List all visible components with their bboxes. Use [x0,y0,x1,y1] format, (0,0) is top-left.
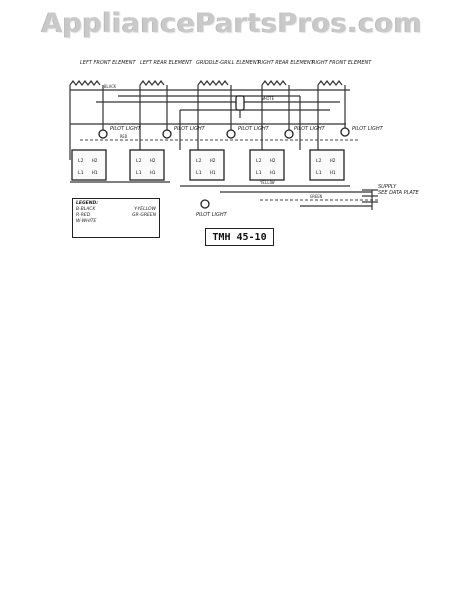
svg-text:H1: H1 [270,170,276,176]
legend-item: GR-GREEN [132,213,156,218]
legend-row: B-BLACK Y-YELLOW [76,207,156,212]
svg-text:H2: H2 [270,158,276,164]
pilot-light-label-1: PILOT LIGHT [110,126,142,132]
element-label-left-front: LEFT FRONT ELEMENT [80,60,136,66]
legend-item: Y-YELLOW [134,207,156,212]
pilot-light-label-bottom: PILOT LIGHT [196,212,228,218]
svg-text:L2: L2 [196,158,202,164]
element-label-griddle-grill: GRIDDLE-GRILL ELEMENT [196,60,261,66]
legend-title: LEGEND: [76,201,99,206]
legend-item: R-RED [76,213,91,218]
svg-text:L2: L2 [316,158,322,164]
pilot-light-label-3: PILOT LIGHT [238,126,270,132]
wire-code-1: BLACK [104,84,117,89]
svg-text:L1: L1 [256,170,262,176]
drop-wires [69,85,373,210]
pilot-light-label-2: PILOT LIGHT [174,126,206,132]
heating-element-coils [69,80,343,86]
element-label-left-rear: LEFT REAR ELEMENT [140,60,193,66]
svg-text:L1: L1 [78,170,84,176]
control-switch-boxes [71,149,345,181]
svg-text:H2: H2 [150,158,156,164]
wire-code-4: YELLOW [260,180,275,185]
svg-text:L1: L1 [136,170,142,176]
element-label-right-rear: RIGHT REAR ELEMENT [258,60,315,66]
bus-wires [70,89,380,207]
legend-item: W-WHITE [76,219,97,224]
svg-text:H1: H1 [210,170,216,176]
element-label-right-front: RIGHT FRONT ELEMENT [312,60,372,66]
svg-text:H1: H1 [150,170,156,176]
legend-row: W-WHITE [76,219,156,224]
legend-item: B-BLACK [76,207,96,212]
griddle-sensor [235,95,245,118]
svg-text:H2: H2 [92,158,98,164]
svg-text:L2: L2 [136,158,142,164]
svg-text:L1: L1 [316,170,322,176]
svg-text:H2: H2 [330,158,336,164]
wire-code-3: RED [120,134,128,139]
pilot-light-label-4: PILOT LIGHT [294,126,326,132]
supply-terminal [362,189,378,203]
supply-sub-label: SEE DATA PLATE [378,190,420,196]
wire-color-legend: LEGEND: B-BLACK Y-YELLOW R-RED GR-GREEN … [72,198,160,238]
legend-row: R-RED GR-GREEN [76,213,156,218]
pilot-light-label-5: PILOT LIGHT [352,126,384,132]
supply-label: SUPPLY [378,184,397,190]
svg-text:L2: L2 [78,158,84,164]
wire-code-2: WHITE [262,96,275,101]
svg-text:H1: H1 [92,170,98,176]
wire-code-5: GREEN [310,194,323,199]
pilot-light-circles [98,127,350,209]
watermark-text: AppliancePartsPros.com [41,8,423,39]
svg-text:H2: H2 [210,158,216,164]
svg-text:H1: H1 [330,170,336,176]
svg-text:L1: L1 [196,170,202,176]
model-number-label: TMH 45-10 [205,228,274,246]
svg-text:L2: L2 [256,158,262,164]
